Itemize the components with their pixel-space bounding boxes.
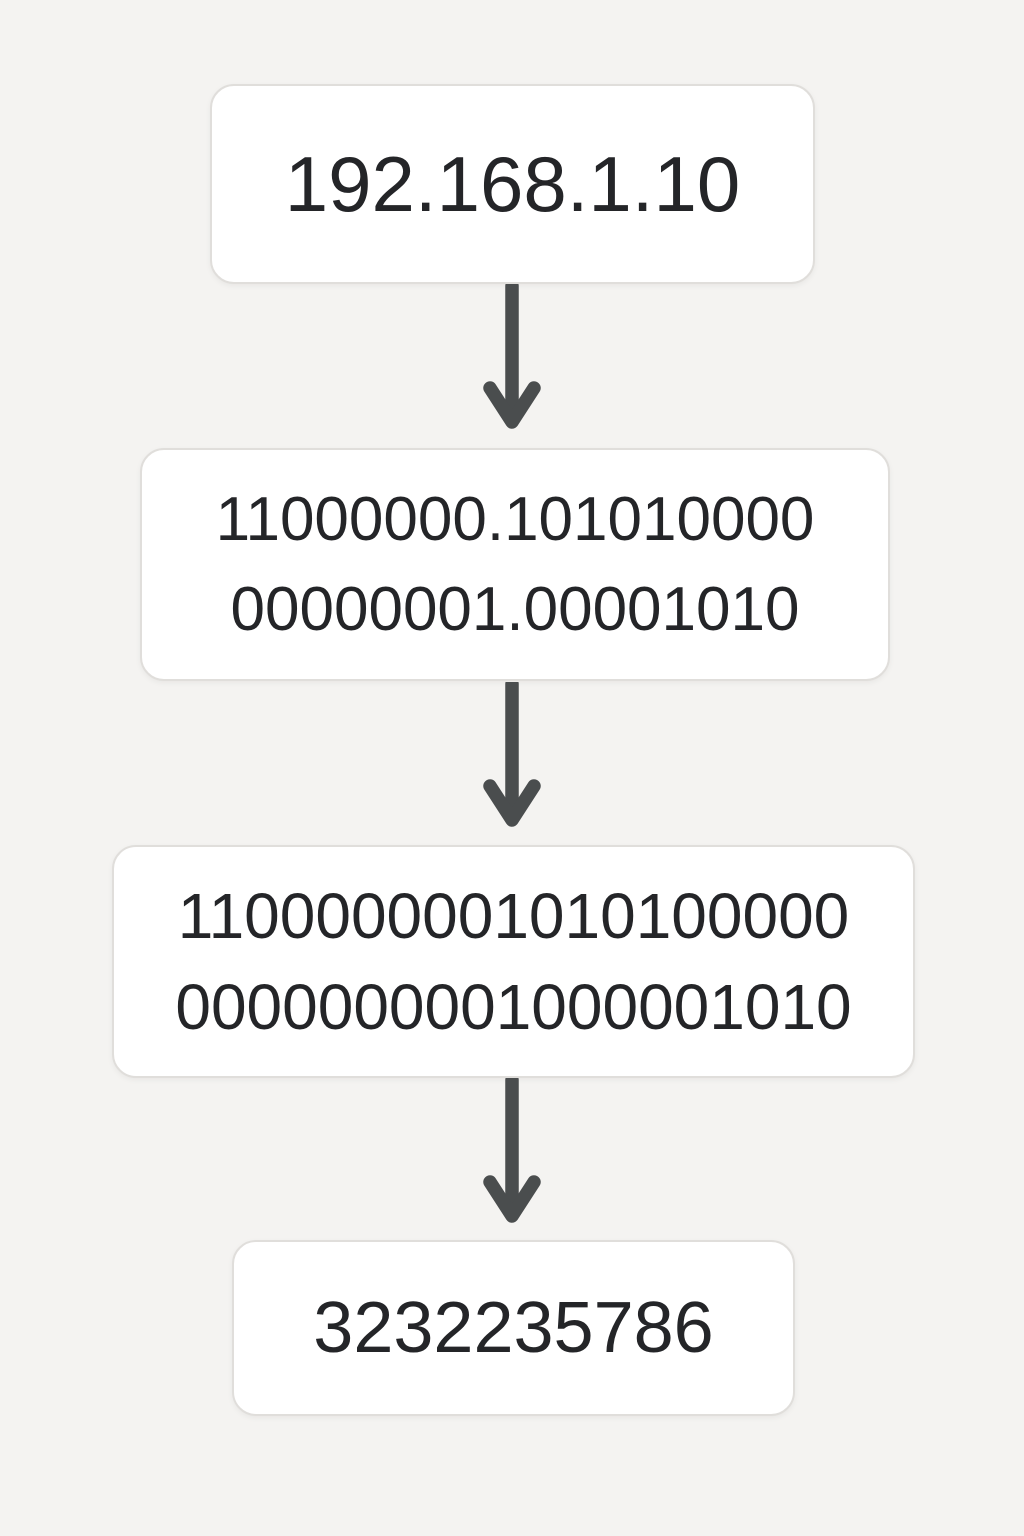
node-decimal-value: 3232235786	[232, 1240, 795, 1416]
decimal-value-text: 3232235786	[313, 1288, 714, 1368]
down-arrow-icon	[483, 1078, 541, 1223]
down-arrow-icon	[483, 682, 541, 827]
node-binary-concatenated: 1100000001010100000 0000000001000001010	[112, 845, 915, 1078]
node-ip-address: 192.168.1.10	[210, 84, 815, 284]
ip-address-text: 192.168.1.10	[284, 139, 741, 228]
binary-concatenated-line-2: 0000000001000001010	[175, 970, 852, 1043]
down-arrow-icon	[483, 284, 541, 429]
down-arrow-strokes	[483, 284, 541, 429]
down-arrow-strokes	[483, 682, 541, 827]
binary-dotted-line-1: 11000000.101010000	[215, 484, 815, 554]
node-binary-dotted: 11000000.101010000 00000001.00001010	[140, 448, 890, 681]
binary-concatenated-line-1: 1100000001010100000	[177, 879, 850, 952]
down-arrow-strokes	[483, 1078, 541, 1223]
binary-dotted-line-2: 00000001.00001010	[230, 574, 800, 644]
